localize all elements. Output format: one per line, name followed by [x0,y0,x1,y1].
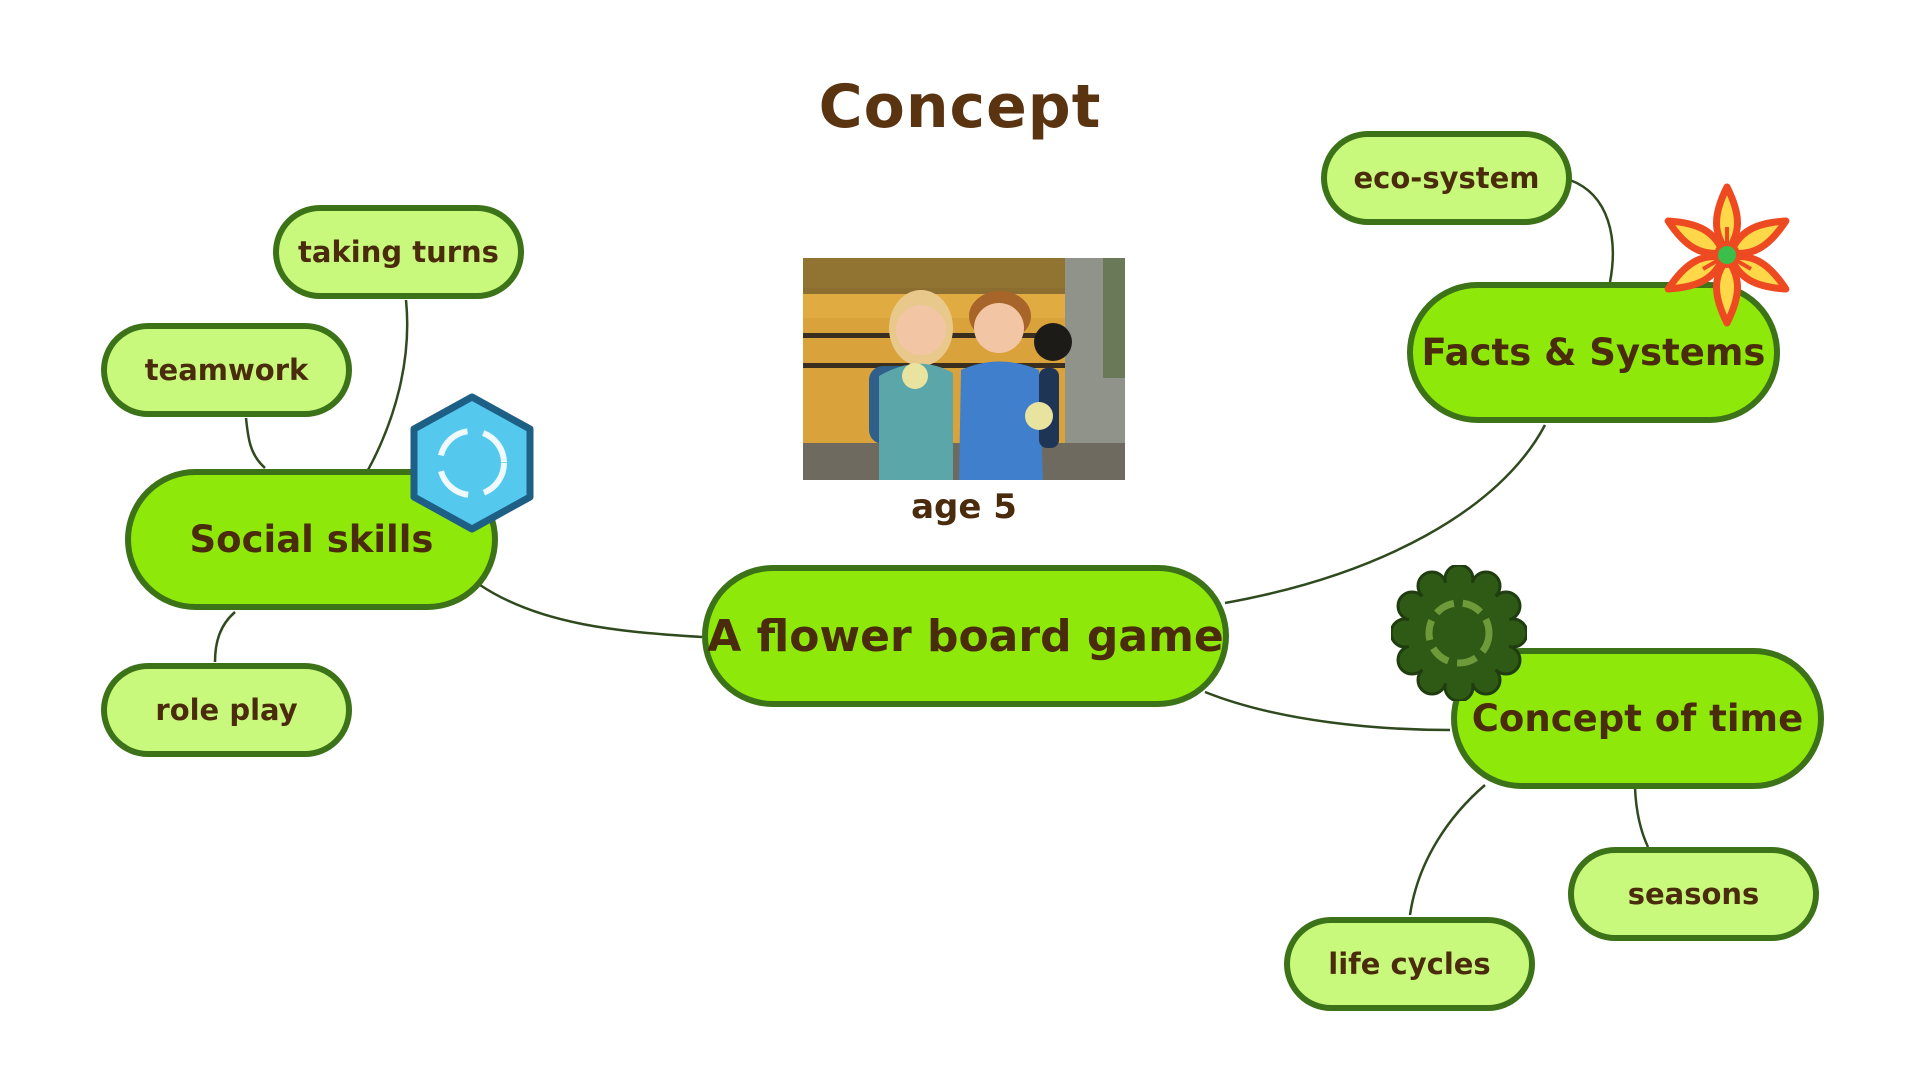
link-social-teamwork [244,417,266,469]
node-center-label: A flower board game [707,610,1224,662]
node-teamwork[interactable]: teamwork [101,323,352,417]
link-center-time [1204,690,1451,732]
link-facts-eco-system [1569,178,1614,283]
node-facts-systems[interactable]: Facts & Systems [1407,282,1780,423]
link-center-facts [1224,424,1547,605]
node-eco-system-label: eco-system [1353,161,1540,195]
photo-caption: age 5 [911,487,1017,527]
hexagon-gem-icon [410,393,534,533]
node-teamwork-label: teamwork [144,353,309,387]
node-role-play-label: role play [155,693,298,727]
node-life-cycles[interactable]: life cycles [1284,917,1535,1011]
node-eco-system[interactable]: eco-system [1321,131,1572,225]
node-role-play[interactable]: role play [101,663,352,757]
node-center-topic[interactable]: A flower board game [702,565,1229,707]
node-taking-turns[interactable]: taking turns [273,205,524,299]
node-social-skills[interactable]: Social skills [125,469,498,610]
node-social-skills-label: Social skills [189,518,434,561]
link-time-seasons [1633,787,1650,848]
node-seasons[interactable]: seasons [1568,847,1819,941]
badge-seal-icon [1391,565,1527,701]
link-social-taking-turns [366,299,409,471]
flower-icon [1664,183,1790,327]
node-taking-turns-label: taking turns [298,235,499,269]
node-concept-of-time-label: Concept of time [1471,697,1804,740]
link-time-life-cycles [1408,784,1486,916]
node-seasons-label: seasons [1627,877,1760,911]
page-title: Concept [818,72,1102,142]
children-photo [803,258,1125,480]
node-facts-systems-label: Facts & Systems [1421,331,1766,374]
node-life-cycles-label: life cycles [1328,947,1491,981]
link-social-role-play [213,611,236,663]
link-center-social [479,583,703,639]
